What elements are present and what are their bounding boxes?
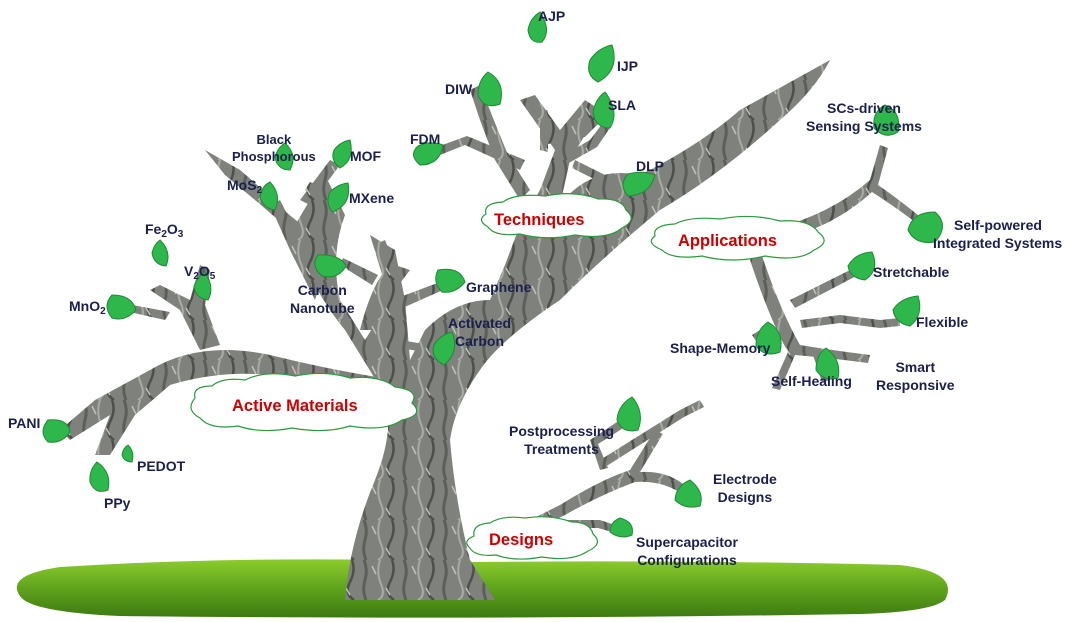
leaf-icon <box>121 444 134 463</box>
leaf-icon <box>755 321 782 355</box>
label-mxene: MXene <box>349 190 395 206</box>
label-mof: MOF <box>350 148 382 164</box>
leaf-icon <box>674 479 702 508</box>
leaf-icon <box>193 271 212 301</box>
label-graphene: Graphene <box>466 279 532 295</box>
label-pani: PANI <box>8 415 41 431</box>
leaf-icon <box>815 347 840 380</box>
leaf-icon <box>892 295 921 327</box>
category-techniques: Techniques <box>494 211 585 229</box>
leaf-icon <box>873 104 900 136</box>
leaf-icon <box>592 91 615 129</box>
category-applications: Applications <box>678 232 778 250</box>
label-v2o5: V2O5 <box>184 263 216 282</box>
label-mos2: MoS2 <box>227 177 263 196</box>
cloud-designs <box>466 516 599 560</box>
label-fdm: FDM <box>410 131 441 147</box>
cloud-applications <box>650 215 825 261</box>
leaf-icon <box>622 171 656 197</box>
category-active-materials: Active Materials <box>232 397 358 415</box>
label-ppy: PPy <box>104 495 131 511</box>
label-self-healing: Self-Healing <box>771 373 852 389</box>
label-mno2: MnO2 <box>69 298 106 317</box>
leaf-icon <box>106 294 137 320</box>
label-dlp: DLP <box>636 158 664 174</box>
label-stretchable: Stretchable <box>873 264 950 280</box>
leaf-icon <box>332 139 352 169</box>
label-sla: SLA <box>608 97 636 113</box>
tree-trunk <box>60 60 930 600</box>
label-diw: DIW <box>445 81 473 97</box>
leaf-icon <box>274 142 294 171</box>
category-clouds <box>190 193 825 560</box>
leaf-icon <box>259 181 279 211</box>
leaf-icon <box>89 461 110 492</box>
leaf-icon <box>609 517 633 538</box>
leaf-icon <box>435 268 466 293</box>
leaf-icon <box>616 396 641 432</box>
label-pedot: PEDOT <box>137 458 186 474</box>
label-ajp: AJP <box>538 8 566 24</box>
category-designs: Designs <box>489 531 554 549</box>
leaf-icon <box>847 251 876 281</box>
label-shape-memory: Shape-Memory <box>670 340 771 356</box>
label-ijp: IJP <box>617 58 639 74</box>
label-fe2o3: Fe2O3 <box>145 221 184 240</box>
leaf-icon <box>432 331 456 366</box>
leaf-icon <box>527 11 547 43</box>
cloud-techniques <box>480 193 632 239</box>
leaf-icon <box>413 142 444 166</box>
leaf-icon <box>151 239 169 267</box>
cloud-active-materials <box>190 372 418 432</box>
leaves <box>42 11 943 538</box>
leaf-icon <box>327 182 350 213</box>
leaf-icon <box>42 419 71 443</box>
leaf-icon <box>314 254 347 278</box>
label-flexible: Flexible <box>916 314 969 330</box>
leaf-icon <box>477 71 502 107</box>
leaf-icon <box>907 211 943 243</box>
leaf-icon <box>588 44 615 83</box>
